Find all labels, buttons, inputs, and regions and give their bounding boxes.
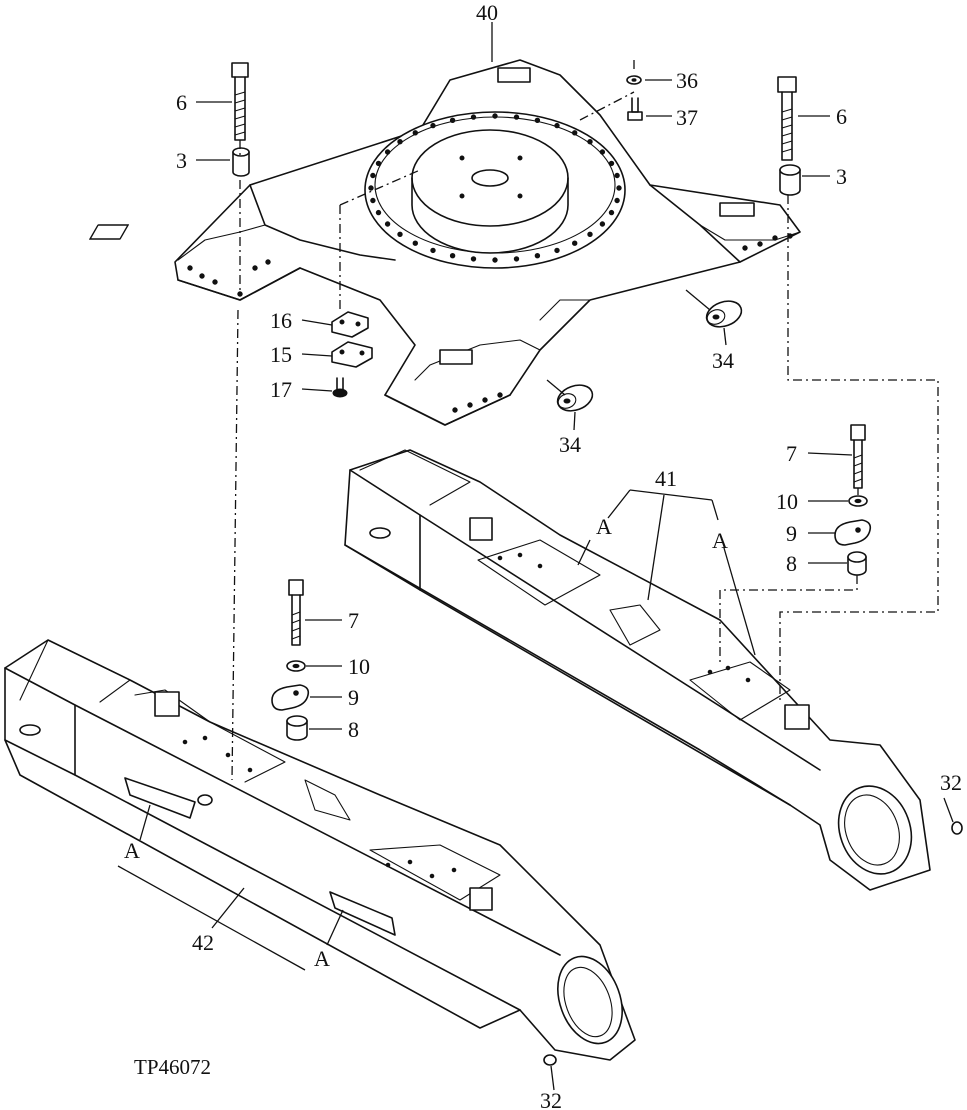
bolt-37 — [627, 97, 643, 121]
bearing-bolt-hole — [513, 256, 520, 262]
bearing-bolt-hole — [572, 130, 578, 136]
bearing-bolt-hole — [616, 185, 622, 191]
bearing-bolt-hole — [554, 247, 560, 254]
callout-8-right: 8 — [786, 551, 797, 576]
bearing-bolt-hole — [534, 117, 541, 124]
callout-10-right: 10 — [776, 489, 798, 514]
callout-A-41-left: A — [596, 514, 612, 539]
bearing-bolt-hole — [492, 113, 498, 119]
bearing-bolt-hole — [384, 221, 391, 227]
bearing-bolt-hole — [397, 139, 403, 145]
bearing-bolt-hole — [370, 197, 376, 204]
callout-leaders — [117, 22, 954, 1091]
bearing-bolt-hole — [430, 122, 436, 129]
bearing-bolt-hole — [412, 240, 418, 246]
cushion-34-lower — [556, 384, 594, 412]
bearing-bolt-hole — [608, 209, 615, 216]
spacer-3-right — [779, 164, 801, 196]
bearing-bolt-hole — [599, 149, 606, 155]
washer-36 — [626, 75, 642, 85]
callout-37: 37 — [676, 105, 698, 130]
washer-10-left — [286, 660, 306, 672]
spacer-3-left — [232, 147, 250, 177]
callout-40: 40 — [476, 0, 498, 25]
cushion-34-upper — [705, 300, 743, 328]
washer-10-right — [848, 495, 868, 507]
callout-42: 42 — [192, 930, 214, 955]
plate-16 — [331, 311, 369, 338]
bearing-bolt-hole — [608, 160, 615, 167]
callout-A-41-right: A — [712, 528, 728, 553]
callout-36: 36 — [676, 68, 698, 93]
bearing-bolt-hole — [554, 122, 560, 129]
bearing-bolt-hole — [587, 231, 593, 238]
callout-41: 41 — [655, 466, 677, 491]
bearing-bolt-hole — [397, 231, 403, 238]
bearing-bolt-hole — [375, 160, 382, 167]
bearing-bolt-hole — [449, 253, 456, 259]
callout-7-left: 7 — [348, 608, 359, 633]
callout-32-right: 32 — [940, 770, 962, 795]
bearing-bolt-hole — [370, 172, 376, 179]
bolt-7-right — [850, 424, 866, 489]
bearing-bolt-hole — [599, 221, 606, 227]
track-frame-right — [344, 449, 931, 891]
bearing-bolt-hole — [449, 117, 456, 124]
bearing-bolt-hole — [412, 130, 418, 136]
callout-A-42-top: A — [124, 838, 140, 863]
bearing-bolt-hole — [587, 139, 593, 145]
bearing-bolt-hole — [614, 172, 620, 179]
bearing-bolt-hole — [513, 114, 520, 120]
callout-34-right: 34 — [712, 348, 734, 373]
callout-A-42-bottom: A — [314, 946, 330, 971]
callout-9-left: 9 — [348, 685, 359, 710]
bearing-bolt-hole — [470, 256, 477, 262]
bearing-bolt-hole — [614, 197, 620, 204]
bearing-bolt-hole — [368, 185, 374, 191]
bearing-bolt-hole — [430, 247, 436, 254]
callout-6-right: 6 — [836, 104, 847, 129]
plate-15 — [331, 341, 373, 368]
bolt-6-right — [777, 76, 797, 161]
bolt-7-left — [288, 579, 304, 646]
callout-3-right: 3 — [836, 164, 847, 189]
callout-7-right: 7 — [786, 441, 797, 466]
track-frame-left — [4, 639, 636, 1061]
plate-9-right — [834, 519, 872, 546]
callout-32-bottom: 32 — [540, 1088, 562, 1110]
bolt-6-left — [231, 62, 249, 141]
figure-reference: TP46072 — [134, 1055, 211, 1079]
assembly-center-lines — [231, 60, 939, 781]
callout-10-left: 10 — [348, 654, 370, 679]
bearing-bolt-hole — [572, 240, 578, 246]
callout-34-left: 34 — [559, 432, 581, 457]
bolt-17 — [332, 377, 348, 398]
center-frame — [89, 59, 801, 426]
bearing-bolt-hole — [375, 209, 382, 216]
spacer-8-left — [286, 715, 308, 741]
plate-9-left — [271, 684, 310, 711]
callout-16: 16 — [270, 308, 292, 333]
bearing-bolt-hole — [492, 257, 498, 263]
callout-8-left: 8 — [348, 717, 359, 742]
plug-32-bottom — [543, 1054, 557, 1066]
callout-3-left: 3 — [176, 148, 187, 173]
bearing-bolt-hole — [470, 114, 477, 120]
callout-9-right: 9 — [786, 521, 797, 546]
spacer-8-right — [847, 551, 867, 576]
callout-17: 17 — [270, 377, 292, 402]
plug-32-right — [951, 821, 963, 835]
bearing-bolt-hole — [384, 149, 391, 155]
bearing-bolt-hole — [534, 253, 541, 259]
callout-15: 15 — [270, 342, 292, 367]
callout-6-left: 6 — [176, 90, 187, 115]
